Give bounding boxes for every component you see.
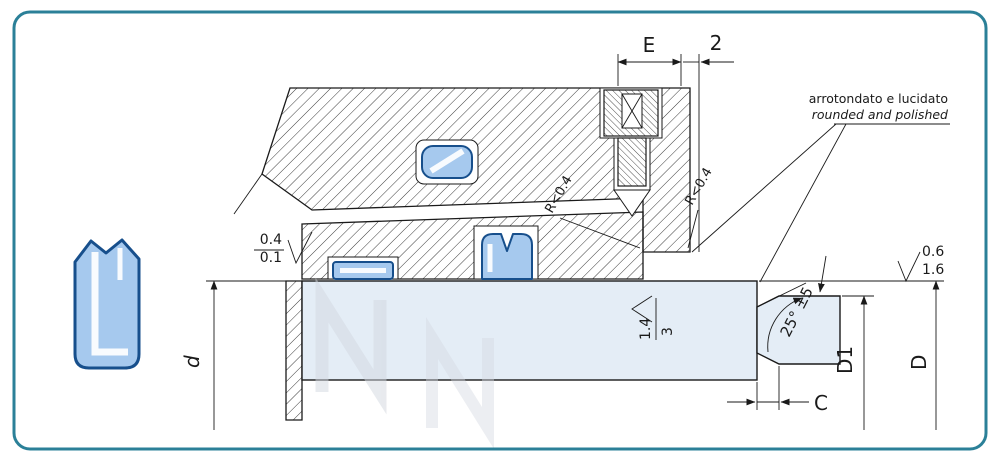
roughness-shaft-bottom-value: 1.6 (922, 262, 944, 278)
dim-d: d (180, 280, 288, 430)
static-seal-highlight (429, 148, 465, 174)
dim-E-label: E (643, 33, 656, 57)
seal-profile-groove (91, 252, 128, 356)
roughness-shaft-top-value: 0.6 (922, 244, 944, 260)
leader-line (687, 209, 699, 249)
dim-D1-label: D1 (833, 346, 857, 374)
roughness-icon (897, 251, 921, 283)
dim-2-label: 2 (710, 31, 723, 55)
leader-line (691, 123, 837, 253)
seal-profile-shape (73, 238, 141, 370)
dim-D1: D1 (833, 295, 874, 430)
edge-arrow (818, 255, 827, 293)
note-english: rounded and polished (812, 107, 948, 122)
roughness-seat-value-a: 1.4 (638, 318, 654, 340)
screw-shaft (617, 137, 647, 187)
rod-seal (481, 233, 533, 280)
roughness-shaft: 0.6 1.6 (897, 244, 944, 283)
rod-break-section (285, 280, 303, 421)
page-border (12, 10, 988, 451)
watermark-glyph (426, 317, 494, 449)
roughness-icon (631, 295, 653, 323)
roughness-bore-top-value: 0.4 (260, 232, 282, 248)
reference-line (756, 282, 807, 308)
watermark-glyph (315, 277, 387, 415)
dim-D: D (759, 280, 944, 430)
watermark (315, 277, 494, 449)
seals (332, 145, 533, 280)
leader-line (759, 123, 847, 283)
dim-E: E (617, 33, 682, 86)
edge-finish-note: arrotondato e lucidato rounded and polis… (691, 91, 950, 283)
screw (603, 89, 659, 187)
note-italian: arrotondato e lucidato (809, 91, 948, 106)
roughness-icon (287, 231, 313, 265)
roughness-bore-bottom-value: 0.1 (260, 250, 282, 266)
roughness-seat-value-b: 3 (660, 327, 676, 336)
dim-C-label: C (814, 391, 828, 415)
drill-cone (613, 189, 651, 217)
dim-d-label: d (180, 355, 204, 368)
dim-2: 2 (683, 31, 734, 252)
seal-cross-section-thumbnail (73, 238, 141, 370)
roughness-bore: 0.4 0.1 (233, 173, 313, 266)
angle-arc (767, 297, 803, 353)
leader-line (559, 217, 641, 249)
roughness-seat: 1.4 3 (631, 295, 676, 340)
socket-detail-line (621, 93, 643, 129)
dim-C: C (727, 366, 828, 415)
dim-D-label: D (907, 355, 931, 370)
construction-line (233, 173, 263, 215)
